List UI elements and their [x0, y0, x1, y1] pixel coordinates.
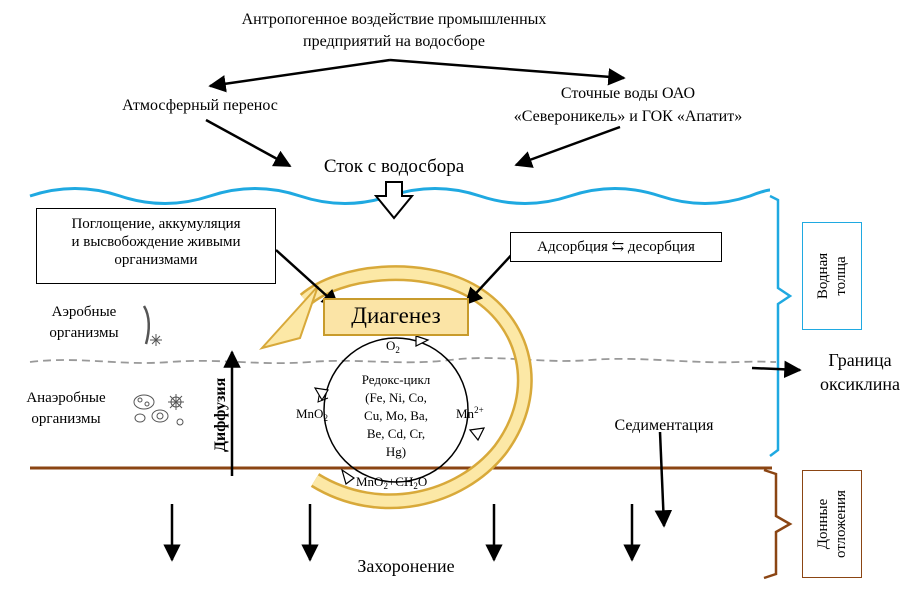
anaerobic-line1: Анаэробные — [26, 390, 106, 406]
redox-cycle-line3: Cu, Mo, Ba, — [364, 408, 428, 423]
anaerobic-organisms-icon — [133, 394, 184, 426]
oxycline-line2: оксиклина — [820, 374, 900, 394]
diagenesis-box: Диагенез — [323, 298, 469, 336]
diagenesis-ring-fill — [301, 267, 531, 507]
redox-bottom-label: MnO2+CH2O — [356, 474, 427, 491]
uptake-line3: организмами — [114, 252, 198, 268]
adsorption-desorption-box: Адсорбция ⇆ десорбция — [510, 232, 722, 262]
redox-arrow-right-head — [468, 427, 486, 442]
water-column-label: Водная толща — [802, 222, 862, 330]
arrow-to-wastewater — [389, 58, 626, 86]
sedimentation-label: Седиментация — [614, 417, 714, 434]
sediments-line2: отложения — [833, 490, 849, 558]
arrow-to-atmospheric — [208, 58, 391, 93]
water-surface-line — [29, 187, 771, 205]
aerobic-organisms-icon — [142, 305, 162, 346]
diagenesis-ring-arrowhead — [259, 285, 319, 350]
sedimentation-arrow — [654, 431, 673, 528]
redox-arrow-top-head — [415, 335, 430, 347]
redox-cycle-line1: Редокс-цикл — [362, 372, 431, 387]
top-title-line2: предприятий на водосборе — [303, 33, 485, 50]
redox-mno2-label: MnO2 — [296, 406, 328, 423]
arrow-wastewater-to-runoff — [514, 125, 621, 168]
wastewater-line1: Сточные воды ОАО — [561, 85, 695, 102]
top-title-line1: Антропогенное воздействие промышленных — [242, 11, 547, 28]
runoff-label: Сток с водосбора — [324, 156, 465, 177]
adsorption-label: Адсорбция ⇆ десорбция — [537, 239, 695, 255]
redox-cycle-line5: Hg) — [386, 444, 406, 459]
water-column-line2: толща — [833, 256, 849, 296]
sediments-label: Донные отложения — [802, 470, 862, 578]
burial-label: Захоронение — [357, 556, 454, 576]
uptake-line2: и высвобождение живыми — [71, 234, 241, 250]
arrow-uptake-to-diagenesis — [275, 249, 340, 308]
sediment-bracket — [763, 468, 793, 580]
arrow-atmospheric-to-runoff — [205, 118, 292, 168]
diffusion-label: Диффузия — [212, 377, 229, 452]
redox-cycle-circle — [323, 337, 469, 483]
arrow-adsorption-to-diagenesis — [464, 249, 517, 306]
sediments-line1: Донные — [815, 498, 831, 550]
wastewater-line2: «Североникель» и ГОК «Апатит» — [514, 108, 742, 125]
oxycline-line1: Граница — [828, 350, 891, 370]
water-column-bracket — [769, 194, 793, 457]
aerobic-line2: организмы — [49, 325, 118, 341]
oxycline-line — [29, 357, 777, 365]
aerobic-line1: Аэробные — [52, 304, 117, 320]
uptake-accumulation-box: Поглощение, аккумуляция и высвобождение … — [36, 208, 276, 284]
redox-arrow-left-head — [313, 387, 329, 402]
uptake-line1: Поглощение, аккумуляция — [71, 216, 241, 232]
redox-cycle-line2: (Fe, Ni, Co, — [365, 390, 427, 405]
redox-o2-label: O2 — [386, 338, 400, 355]
redox-arrow-bottom-head — [340, 468, 356, 486]
redox-mn2-label: Mn2+ — [456, 405, 484, 421]
runoff-down-arrow — [373, 181, 415, 220]
anaerobic-line2: организмы — [31, 411, 100, 427]
atmospheric-transfer-label: Атмосферный перенос — [122, 97, 278, 114]
water-column-line1: Водная — [815, 252, 831, 300]
redox-cycle-line4: Be, Cd, Cr, — [367, 426, 425, 441]
diagenesis-label: Диагенез — [351, 303, 441, 328]
oxycline-pointer-arrow — [751, 360, 802, 379]
